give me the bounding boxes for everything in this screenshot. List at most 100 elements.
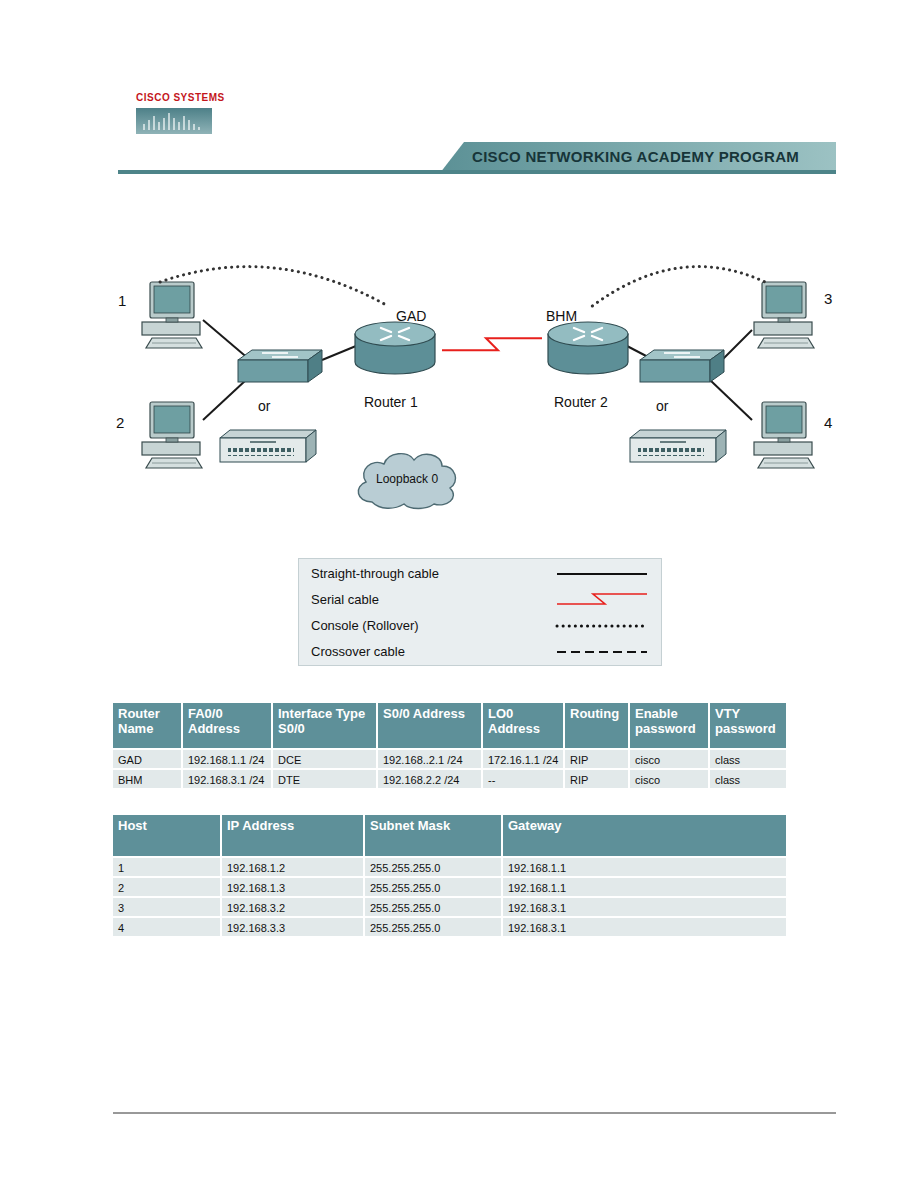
switch-icon <box>640 350 724 382</box>
cell-text: 192.168..2.1 /24 <box>383 754 463 766</box>
legend-box: Straight-through cableSerial cableConsol… <box>298 558 662 666</box>
table-cell: 2 <box>113 878 222 898</box>
table-cell: 255.255.255.0 <box>365 898 503 918</box>
table-cell: 192.168.1.1 /24 <box>183 750 273 770</box>
cell-text: 192.168.1.1 /24 <box>188 754 264 766</box>
table-header-cell: S0/0 Address <box>378 703 483 750</box>
pc-icon <box>754 402 814 468</box>
cell-text: -- <box>488 774 495 786</box>
console-cable <box>160 267 388 306</box>
pc-host: 3 <box>748 282 842 352</box>
header-rule <box>118 170 836 174</box>
cell-text: Host <box>118 818 147 833</box>
legend-text: Console (Rollover) <box>311 618 419 634</box>
cell-text: 255.255.255.0 <box>370 922 440 934</box>
cell-text: cisco <box>635 754 660 766</box>
cell-text: 192.168.3.1 <box>508 922 566 934</box>
table-cell: 4 <box>113 918 222 938</box>
cell-text: class <box>715 774 740 786</box>
cell-text: Enable password <box>635 706 696 736</box>
cell-text: Routing <box>570 706 619 721</box>
table-header-cell: Gateway <box>503 815 788 858</box>
legend-sample-line <box>557 625 647 628</box>
table-cell: 192.168.1.3 <box>222 878 365 898</box>
cell-text: 192.168.3.2 <box>227 902 285 914</box>
table-header-cell: LO0 Address <box>483 703 565 750</box>
hub-icon <box>220 430 316 462</box>
table-header-cell: Host <box>113 815 222 858</box>
node-label: Loopback 0 <box>376 472 438 487</box>
table-cell: -- <box>483 770 565 790</box>
pc-icon <box>142 282 202 348</box>
console-cable <box>592 267 765 306</box>
cell-text: LO0 Address <box>488 706 540 736</box>
cell-text: 2 <box>118 882 124 894</box>
table-cell: 192.168.2.2 /24 <box>378 770 483 790</box>
table-header-cell: FA0/0 Address <box>183 703 273 750</box>
router-icon <box>548 322 628 374</box>
pc-host: 4 <box>748 402 842 472</box>
logo-block <box>136 108 212 134</box>
legend-text: Crossover cable <box>311 644 405 660</box>
cell-text: 1 <box>118 862 124 874</box>
footer-rule <box>113 1113 836 1114</box>
cell-text: FA0/0 Address <box>188 706 240 736</box>
table-cell: 192.168.3.1 <box>503 918 788 938</box>
cell-text: 192.168.3.1 <box>508 902 566 914</box>
cell-text: 3 <box>118 902 124 914</box>
cell-text: GAD <box>118 754 142 766</box>
table-header-cell: Router Name <box>113 703 183 750</box>
cell-text: class <box>715 754 740 766</box>
node-label: 4 <box>824 414 832 432</box>
table-cell: class <box>710 750 788 770</box>
table-cell: 255.255.255.0 <box>365 858 503 878</box>
table-cell: 192.168.1.1 <box>503 858 788 878</box>
cell-text: 255.255.255.0 <box>370 902 440 914</box>
table-cell: 192.168.3.1 <box>503 898 788 918</box>
table-cell: 1 <box>113 858 222 878</box>
node-caption: Router 2 <box>554 394 608 411</box>
table-cell: 192.168.1.2 <box>222 858 365 878</box>
legend-sample-line <box>557 651 647 653</box>
table-cell: 192.168.1.1 <box>503 878 788 898</box>
table-cell: DCE <box>273 750 378 770</box>
legend-text: Straight-through cable <box>311 566 439 582</box>
cell-text: 192.168.1.1 <box>508 862 566 874</box>
serial-cable <box>442 338 542 350</box>
table-cell: 192.168.3.2 <box>222 898 365 918</box>
table-cell: 192.168.3.1 /24 <box>183 770 273 790</box>
cell-text: IP Address <box>227 818 294 833</box>
cloud-shape <box>358 454 455 509</box>
cell-text: DTE <box>278 774 300 786</box>
cell-text: Interface Type S0/0 <box>278 706 365 736</box>
cell-text: 192.168.3.1 /24 <box>188 774 264 786</box>
cell-text: Router Name <box>118 706 160 736</box>
table-cell: 255.255.255.0 <box>365 918 503 938</box>
pc-host: 1 <box>114 282 210 352</box>
cell-text: RIP <box>570 774 588 786</box>
table-cell: 172.16.1.1 /24 <box>483 750 565 770</box>
or-label: or <box>258 398 270 414</box>
table-cell: class <box>710 770 788 790</box>
cell-text: 192.168.1.1 <box>508 882 566 894</box>
cell-text: Subnet Mask <box>370 818 450 833</box>
table-header-cell: IP Address <box>222 815 365 858</box>
cell-text: 192.168.1.2 <box>227 862 285 874</box>
cell-text: RIP <box>570 754 588 766</box>
program-banner: CISCO NETWORKING ACADEMY PROGRAM <box>472 148 799 165</box>
router-icon <box>355 322 435 374</box>
cell-text: 192.168.3.3 <box>227 922 285 934</box>
loopback-cloud: Loopback 0 <box>350 446 464 512</box>
table-cell: cisco <box>630 770 710 790</box>
cell-text: 4 <box>118 922 124 934</box>
table-cell: BHM <box>113 770 183 790</box>
node-label: 1 <box>118 292 126 310</box>
table-header-cell: VTY password <box>710 703 788 750</box>
cell-text: cisco <box>635 774 660 786</box>
router-node: BHMRouter 2 <box>542 306 632 414</box>
legend-sample-line <box>557 573 647 575</box>
node-caption: Router 1 <box>364 394 418 411</box>
table-cell: RIP <box>565 770 630 790</box>
legend-text: Serial cable <box>311 592 379 608</box>
cell-text: 192.168.2.2 /24 <box>383 774 459 786</box>
